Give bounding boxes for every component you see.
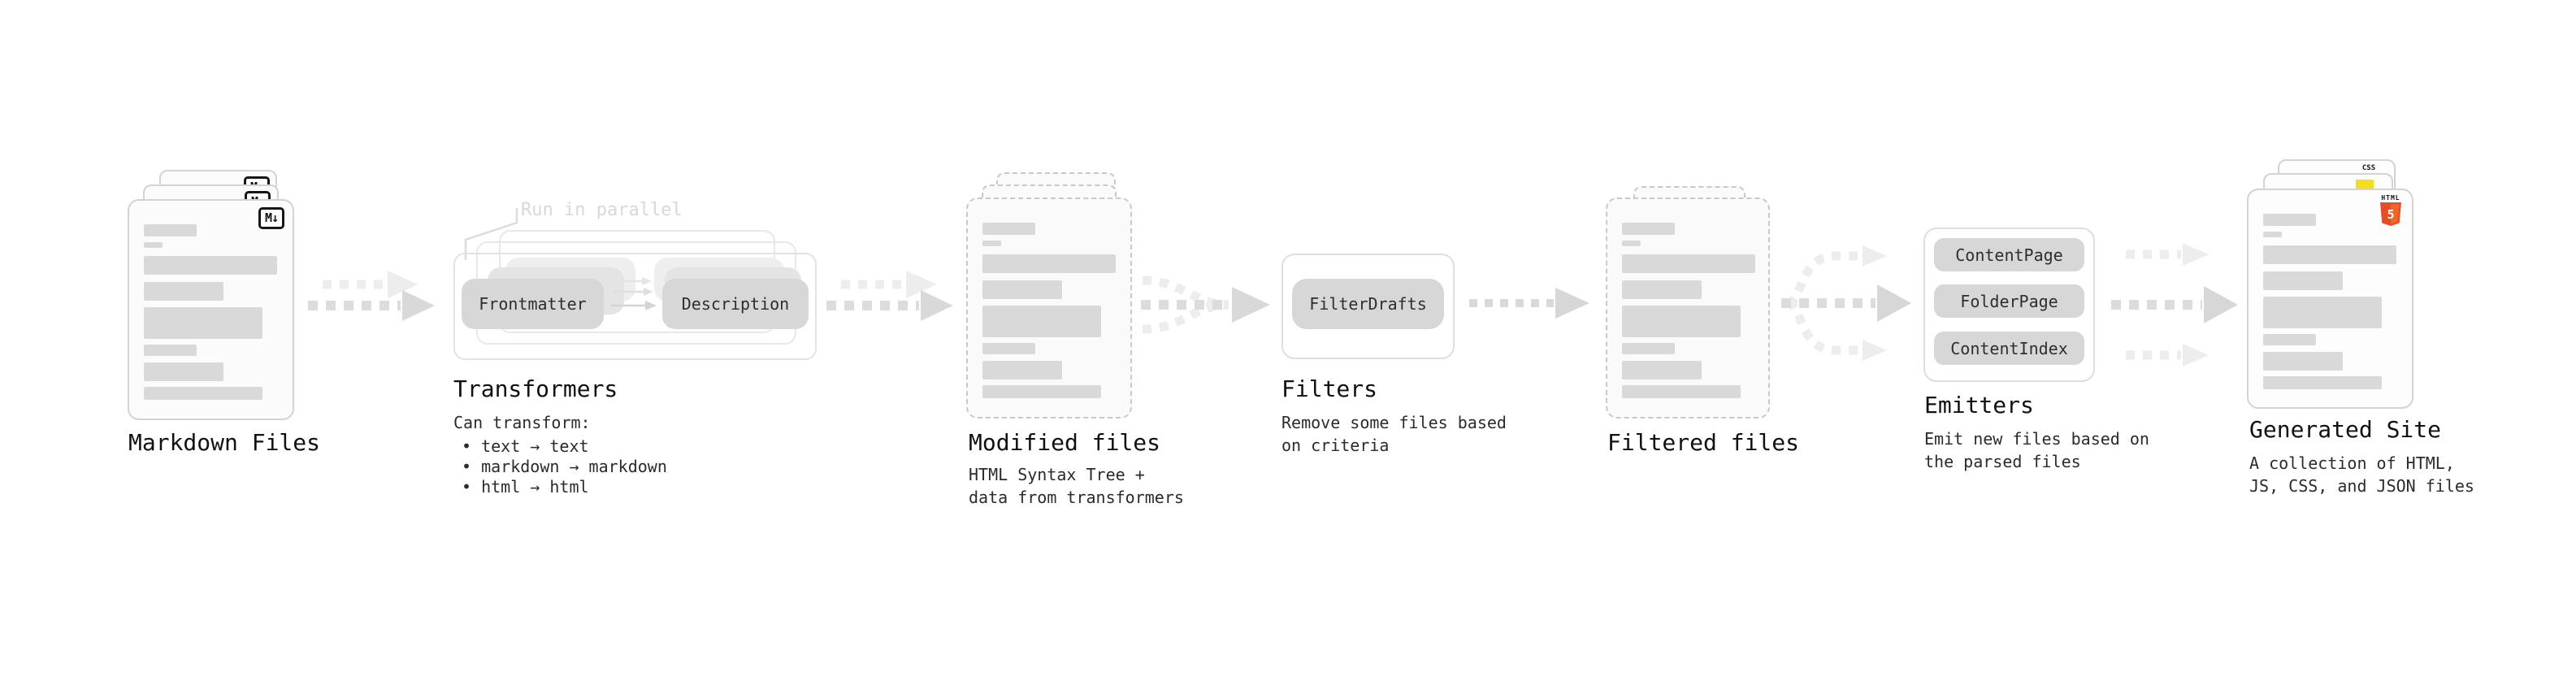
placeholder-bar (144, 387, 262, 400)
filterdrafts-pill: FilterDrafts (1292, 279, 1444, 329)
contentpage-pill-label: ContentPage (1955, 245, 2063, 265)
placeholder-bar (982, 343, 1035, 354)
subtitle-line: Remove some files based (1281, 413, 1507, 432)
placeholder-bar (144, 362, 223, 381)
bullet-item: text → text (453, 436, 667, 457)
frontmatter-pill-label: Frontmatter (479, 294, 587, 314)
placeholder-bar (982, 241, 1001, 246)
markdown-icon: M↓ (258, 207, 284, 229)
placeholder-bar (982, 385, 1101, 398)
filters-label: Filters (1281, 375, 1378, 402)
filtered-files-group (1606, 175, 1785, 443)
placeholder-bar (144, 224, 197, 236)
transformer-layer-box (453, 253, 817, 360)
placeholder-bar (144, 282, 223, 301)
generated-site-subtitle: A collection of HTML, JS, CSS, and JSON … (2249, 452, 2474, 497)
html5-icon: HTML 5 (2378, 194, 2404, 226)
bullet-item: html → html (453, 477, 667, 497)
placeholder-bar (2263, 232, 2282, 237)
frontmatter-pill: Frontmatter (462, 279, 604, 329)
transformers-label: Transformers (453, 375, 618, 402)
placeholder-bar (1622, 280, 1702, 299)
placeholder-bar (1622, 241, 1641, 246)
placeholder-bar (1622, 254, 1755, 273)
run-in-parallel-annotation: Run in parallel (521, 200, 683, 220)
subtitle-line: JS, CSS, and JSON files (2249, 476, 2474, 496)
placeholder-bar (982, 223, 1035, 235)
placeholder-bar (2263, 214, 2316, 226)
contentindex-pill: ContentIndex (1934, 332, 2084, 365)
filtered-files-label: Filtered files (1607, 429, 1800, 456)
markdown-files-group: M↓ M↓ M↓ (128, 159, 306, 427)
emitters-subtitle: Emit new files based on the parsed files (1924, 427, 2149, 473)
placeholder-bar (982, 361, 1062, 380)
subtitle-line: the parsed files (1924, 452, 2081, 471)
placeholder-bar (2263, 334, 2316, 345)
placeholder-bar (2263, 271, 2343, 290)
placeholder-bar (144, 242, 163, 248)
placeholder-bar (1622, 361, 1702, 380)
placeholder-bar (144, 345, 197, 356)
generated-site-group: CSS HTML 5 (2247, 159, 2426, 427)
flow-arrow-transformers-to-modified (826, 271, 953, 321)
placeholder-bar (982, 306, 1101, 337)
flow-arrow-emitters-to-generated (2111, 243, 2238, 367)
parallel-arrows-icon (611, 277, 657, 310)
css-icon-text: CSS (2361, 164, 2376, 172)
folderpage-pill: FolderPage (1934, 284, 2084, 318)
flow-arrow-modified-to-filters (1141, 275, 1270, 334)
subtitle-line: data from transformers (969, 488, 1184, 507)
placeholder-bar (2263, 376, 2382, 389)
placeholder-bar (144, 307, 262, 339)
generated-site-label: Generated Site (2249, 416, 2442, 443)
subtitle-line: A collection of HTML, (2249, 453, 2455, 473)
file-card: M↓ (128, 199, 294, 420)
flow-arrow-markdown-to-transformers (308, 271, 435, 321)
description-pill-label: Description (681, 294, 790, 314)
placeholder-bar (1622, 385, 1741, 398)
placeholder-bar (982, 254, 1116, 273)
bullet-item: markdown → markdown (453, 457, 667, 477)
file-card: HTML 5 (2247, 189, 2413, 409)
emitters-label: Emitters (1924, 392, 2034, 419)
placeholder-bar (1622, 306, 1741, 337)
placeholder-bar (982, 280, 1062, 299)
modified-files-label: Modified files (969, 429, 1161, 456)
transformers-bullets: text → text markdown → markdown html → h… (453, 436, 667, 497)
modified-files-group (966, 163, 1145, 431)
markdown-files-label: Markdown Files (128, 429, 321, 456)
subtitle-line: HTML Syntax Tree + (969, 465, 1145, 484)
file-card (966, 197, 1132, 419)
flow-arrow-filters-to-filtered (1469, 288, 1589, 319)
transformers-description: Can transform: (453, 413, 591, 432)
contentpage-pill: ContentPage (1934, 238, 2084, 271)
flow-arrow-filtered-to-emitters (1781, 245, 1911, 361)
html5-number: 5 (2387, 207, 2394, 222)
placeholder-bar (2263, 245, 2396, 264)
filters-subtitle: Remove some files based on criteria (1281, 411, 1507, 457)
file-card (1606, 197, 1770, 419)
modified-files-subtitle: HTML Syntax Tree + data from transformer… (969, 463, 1184, 509)
filterdrafts-pill-label: FilterDrafts (1309, 294, 1427, 314)
folderpage-pill-label: FolderPage (1960, 291, 2058, 311)
run-in-parallel-callout-line (464, 208, 518, 260)
placeholder-bar (144, 256, 277, 275)
contentindex-pill-label: ContentIndex (1950, 338, 2068, 358)
placeholder-bar (1622, 223, 1675, 235)
placeholder-bar (2263, 352, 2343, 371)
subtitle-line: on criteria (1281, 436, 1390, 455)
placeholder-bar (1622, 343, 1675, 354)
subtitle-line: Emit new files based on (1924, 429, 2149, 449)
html5-icon-text: HTML (2381, 194, 2400, 202)
description-pill: Description (662, 279, 809, 329)
placeholder-bar (2263, 297, 2382, 328)
